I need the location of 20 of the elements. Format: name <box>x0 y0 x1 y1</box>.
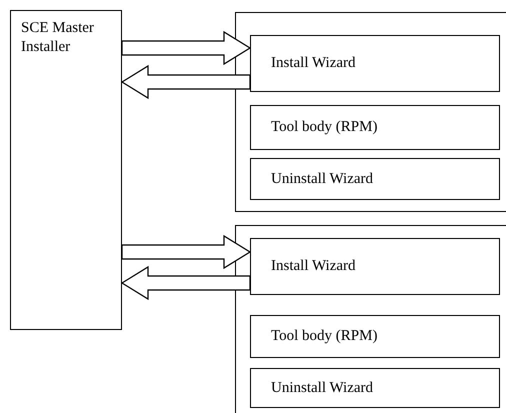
installer-box <box>10 10 122 330</box>
box-label: Uninstall Wizard <box>271 378 374 398</box>
group-frame <box>235 225 506 413</box>
box-label: Install Wizard <box>271 257 356 276</box>
box-label: SCE Master Installer <box>21 19 95 56</box>
group-frame <box>235 12 506 212</box>
block-arrow <box>121 30 252 66</box>
block-arrow <box>120 266 251 300</box>
component-box <box>250 158 500 200</box>
block-arrow <box>121 234 252 270</box>
component-box <box>250 315 500 358</box>
box-label: Tool body (RPM) <box>271 118 378 137</box>
component-box <box>250 105 500 150</box>
component-box <box>250 238 500 295</box>
component-box <box>250 368 500 408</box>
box-label: Install Wizard <box>271 54 356 73</box>
box-label: Tool body (RPM) <box>271 327 378 346</box>
block-arrow <box>120 64 251 100</box>
component-box <box>250 35 500 92</box>
box-label: Uninstall Wizard <box>271 170 374 188</box>
